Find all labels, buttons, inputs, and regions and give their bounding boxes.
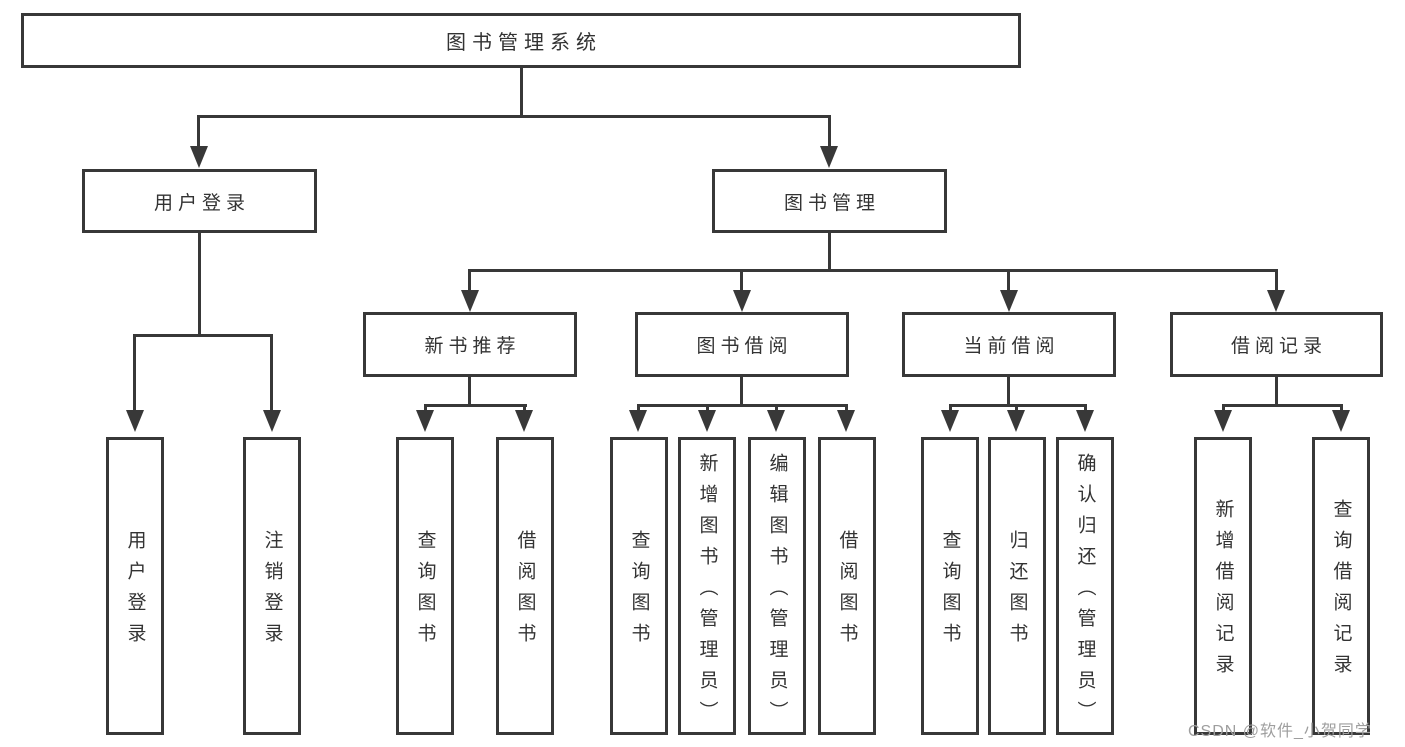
leaf-edit-book-admin: 编辑图书（管理员） bbox=[748, 437, 806, 735]
connector-leaf-stem-4 bbox=[523, 404, 526, 413]
connector-sub-split-1 bbox=[424, 404, 527, 407]
connector-user-drop-2 bbox=[270, 334, 273, 412]
connector-l3stem-1 bbox=[468, 377, 471, 407]
arrowhead-to-current-borrow bbox=[1000, 290, 1018, 312]
connector-leaf-stem-11 bbox=[1084, 404, 1087, 413]
leaf-confirm-return-admin: 确认归还（管理员） bbox=[1056, 437, 1114, 735]
arrowhead-leaf-10 bbox=[1007, 410, 1025, 432]
connector-book-stem bbox=[828, 233, 831, 271]
leaf-add-book-admin: 新增图书（管理员） bbox=[678, 437, 736, 735]
node-user-login-label: 用户登录 bbox=[153, 192, 250, 214]
leaf-borrow-book-2: 借阅图书 bbox=[818, 437, 876, 735]
connector-leaf-stem-10 bbox=[1015, 404, 1018, 413]
leaf-logout: 注销登录 bbox=[243, 437, 301, 735]
connector-l3-drop-2 bbox=[740, 269, 743, 292]
arrowhead-to-book-borrow bbox=[733, 290, 751, 312]
arrowhead-leaf-5 bbox=[629, 410, 647, 432]
connector-l3-drop-4 bbox=[1275, 269, 1278, 292]
leaf-query-book-2: 查询图书 bbox=[610, 437, 668, 735]
connector-l2-drop-right bbox=[828, 115, 831, 148]
leaf-add-borrow-record: 新增借阅记录 bbox=[1194, 437, 1252, 735]
connector-leaf-stem-12 bbox=[1222, 404, 1225, 413]
leaf-query-borrow-record: 查询借阅记录 bbox=[1312, 437, 1370, 735]
connector-leaf-stem-13 bbox=[1340, 404, 1343, 413]
connector-l3stem-2 bbox=[740, 377, 743, 407]
node-user-login: 用户登录 bbox=[82, 169, 317, 233]
arrowhead-leaf-2 bbox=[263, 410, 281, 432]
arrowhead-leaf-7 bbox=[767, 410, 785, 432]
node-book-management-label: 图书管理 bbox=[783, 192, 880, 214]
connector-leaf-stem-6 bbox=[706, 404, 709, 413]
connector-sub-split-4 bbox=[1222, 404, 1343, 407]
leaf-borrow-book-1: 借阅图书 bbox=[496, 437, 554, 735]
connector-user-split bbox=[133, 334, 273, 337]
leaf-query-book-3: 查询图书 bbox=[921, 437, 979, 735]
connector-l3stem-4 bbox=[1275, 377, 1278, 407]
csdn-watermark: CSDN @软件_小贺同学 bbox=[1188, 723, 1372, 740]
arrowhead-to-borrow-record bbox=[1267, 290, 1285, 312]
connector-user-drop-1 bbox=[133, 334, 136, 412]
arrowhead-leaf-6 bbox=[698, 410, 716, 432]
connector-leaf-stem-9 bbox=[949, 404, 952, 413]
connector-l3stem-3 bbox=[1007, 377, 1010, 407]
node-root-label: 图书管理系统 bbox=[446, 32, 602, 54]
node-book-borrow-label: 图书借阅 bbox=[696, 336, 793, 357]
connector-leaf-stem-3 bbox=[424, 404, 427, 413]
arrowhead-to-user-login bbox=[190, 146, 208, 168]
connector-l3-split bbox=[468, 269, 1278, 272]
arrowhead-leaf-4 bbox=[515, 410, 533, 432]
node-book-borrow: 图书借阅 bbox=[635, 312, 849, 377]
connector-user-stem bbox=[198, 233, 201, 336]
node-root: 图书管理系统 bbox=[21, 13, 1021, 68]
arrowhead-to-book-management bbox=[820, 146, 838, 168]
node-book-management: 图书管理 bbox=[712, 169, 947, 233]
node-new-book-recommend: 新书推荐 bbox=[363, 312, 577, 377]
leaf-user-login: 用户登录 bbox=[106, 437, 164, 735]
node-new-book-recommend-label: 新书推荐 bbox=[424, 336, 521, 357]
arrowhead-leaf-9 bbox=[941, 410, 959, 432]
connector-leaf-stem-8 bbox=[845, 404, 848, 413]
node-borrow-record-label: 借阅记录 bbox=[1230, 336, 1327, 357]
connector-l3-drop-1 bbox=[468, 269, 471, 292]
node-current-borrow-label: 当前借阅 bbox=[963, 336, 1060, 357]
leaf-query-book-1: 查询图书 bbox=[396, 437, 454, 735]
node-borrow-record: 借阅记录 bbox=[1170, 312, 1383, 377]
node-current-borrow: 当前借阅 bbox=[902, 312, 1116, 377]
leaf-return-book: 归还图书 bbox=[988, 437, 1046, 735]
arrowhead-leaf-11 bbox=[1076, 410, 1094, 432]
connector-root-stem bbox=[520, 68, 523, 118]
connector-l2-split bbox=[198, 115, 831, 118]
arrowhead-leaf-8 bbox=[837, 410, 855, 432]
arrowhead-leaf-3 bbox=[416, 410, 434, 432]
connector-sub-split-2 bbox=[637, 404, 848, 407]
connector-sub-split-3 bbox=[949, 404, 1087, 407]
connector-l3-drop-3 bbox=[1007, 269, 1010, 292]
arrowhead-to-new-book-recommend bbox=[461, 290, 479, 312]
connector-leaf-stem-7 bbox=[775, 404, 778, 413]
arrowhead-leaf-12 bbox=[1214, 410, 1232, 432]
arrowhead-leaf-13 bbox=[1332, 410, 1350, 432]
connector-l2-drop-left bbox=[197, 115, 200, 148]
arrowhead-leaf-1 bbox=[126, 410, 144, 432]
connector-leaf-stem-5 bbox=[637, 404, 640, 413]
